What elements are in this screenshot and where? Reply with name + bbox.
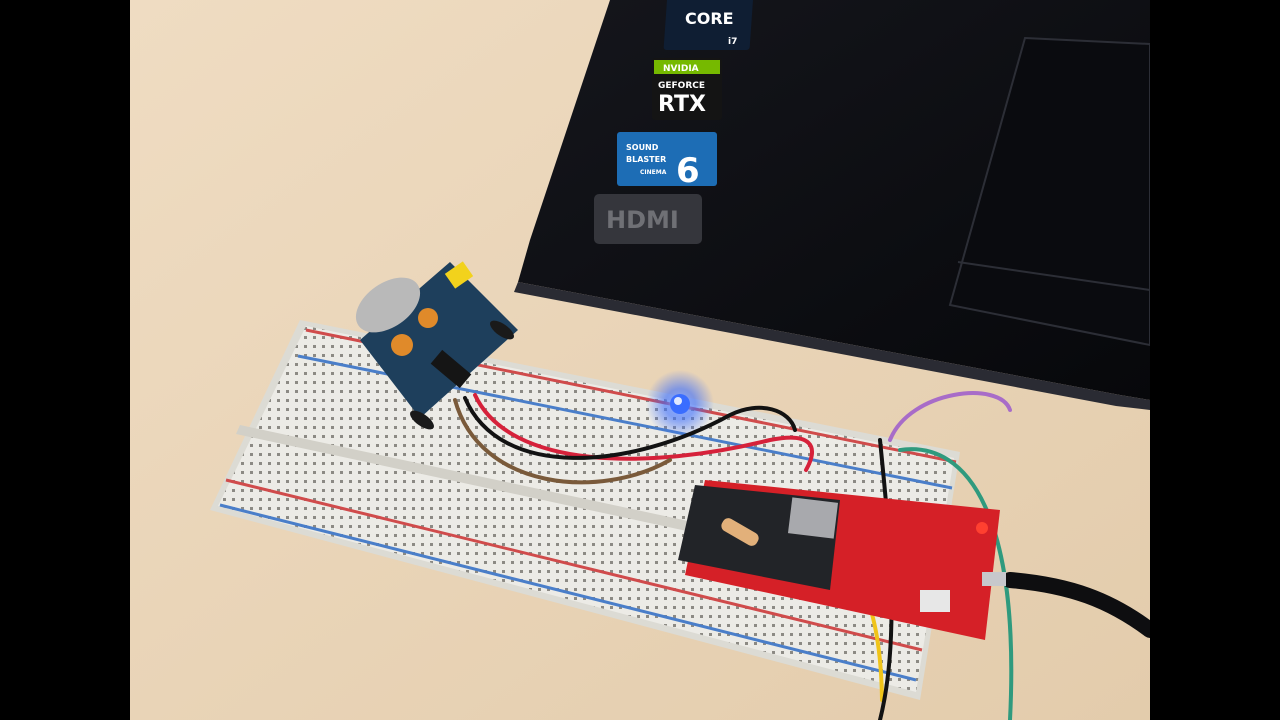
breadboard [210, 320, 960, 700]
intel-core-model: i7 [728, 37, 737, 47]
wire-purple [888, 391, 1012, 442]
pir-sensor-module [355, 261, 518, 430]
wire-red [473, 393, 814, 472]
wire-brown [453, 398, 672, 485]
sound-blaster-cinema: CINEMA [640, 169, 667, 176]
hdmi-sticker: HDMI [594, 194, 702, 244]
onboard-led-red [976, 522, 988, 534]
blue-led [646, 370, 714, 438]
potentiometer-2 [418, 308, 438, 328]
scene-illustration: CORE i7 NVIDIA GEFORCE RTX SOUND BLASTER… [130, 0, 1150, 720]
wire-black [463, 396, 797, 460]
usb-cable [1002, 572, 1150, 638]
intel-core-label: CORE [685, 9, 734, 28]
sound-blaster-digit: 6 [676, 151, 700, 191]
microcontroller-board [678, 480, 1006, 640]
potentiometer-1 [391, 334, 413, 356]
photo-scene: CORE i7 NVIDIA GEFORCE RTX SOUND BLASTER… [130, 0, 1150, 720]
nvidia-rtx: RTX [658, 92, 706, 117]
nvidia-geforce: GEFORCE [658, 81, 705, 91]
sound-blaster-blaster: BLASTER [626, 155, 666, 164]
rail-bottom-blue [219, 503, 917, 682]
hdmi-label: HDMI [606, 206, 679, 234]
laptop: CORE i7 NVIDIA GEFORCE RTX SOUND BLASTER… [514, 0, 1150, 410]
nvidia-brand: NVIDIA [663, 64, 699, 74]
intel-core-sticker: CORE i7 [663, 0, 754, 50]
wire-green [898, 447, 1014, 720]
rail-bottom-red [225, 478, 923, 652]
nvidia-rtx-sticker: NVIDIA GEFORCE RTX [652, 58, 722, 120]
sound-blaster-sticker: SOUND BLASTER CINEMA 6 [617, 132, 717, 191]
resistor [721, 518, 759, 546]
sound-blaster-sound: SOUND [626, 143, 659, 152]
